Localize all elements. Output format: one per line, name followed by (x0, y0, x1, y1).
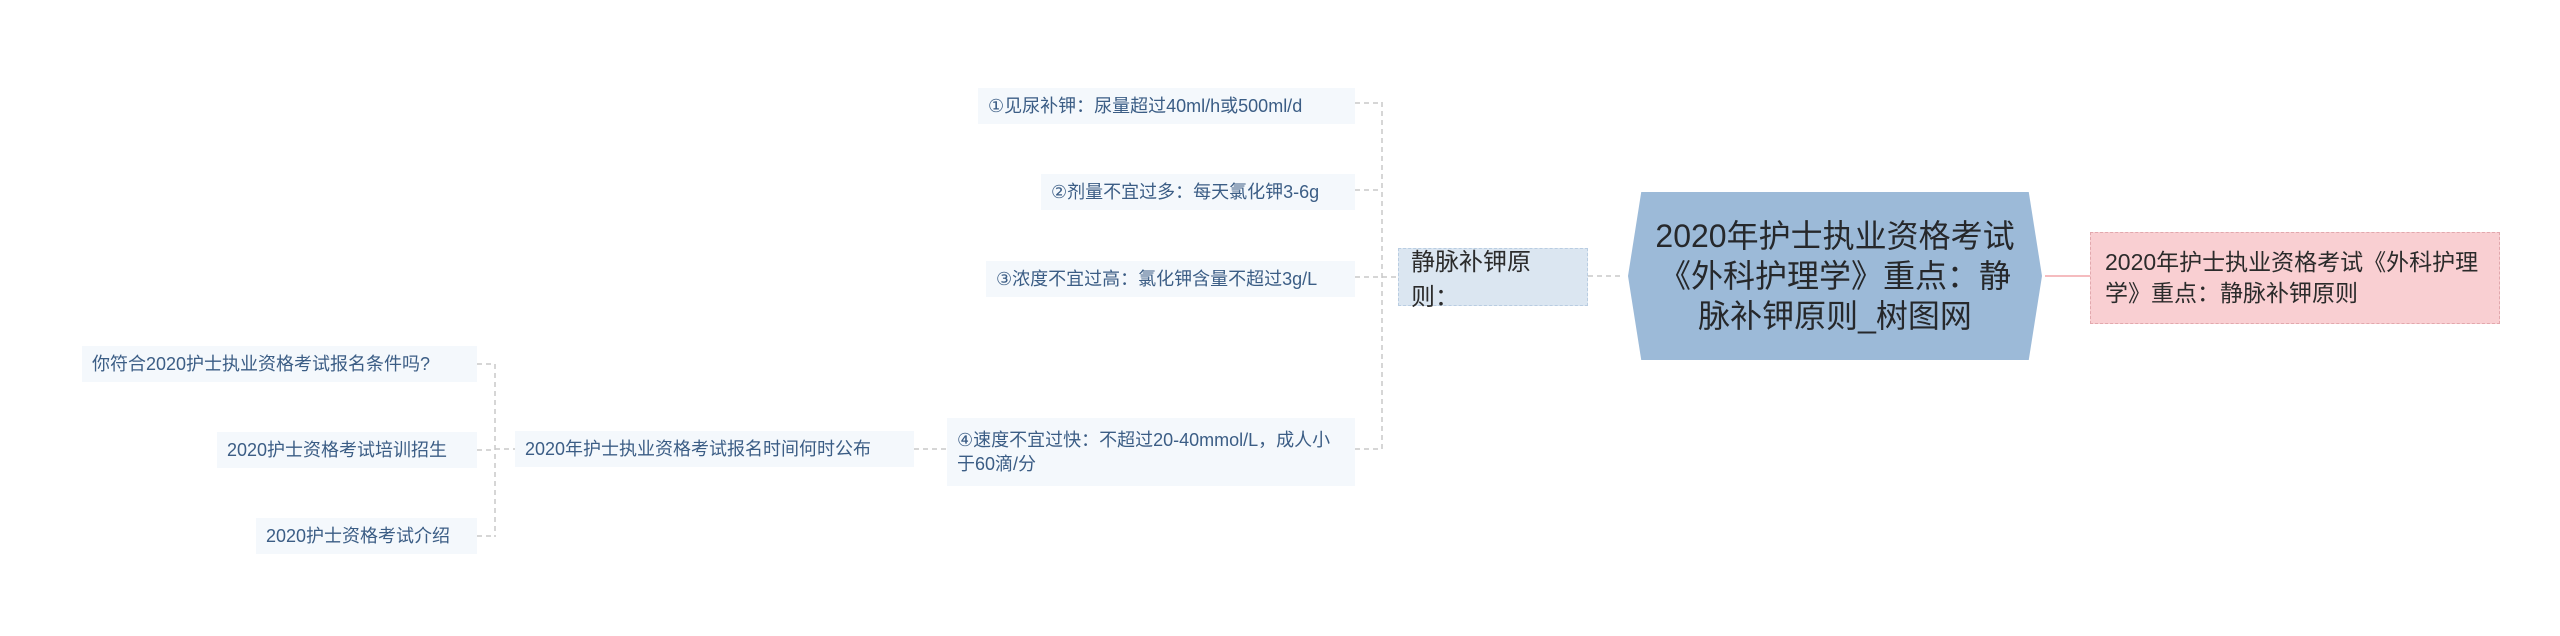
link-item-3[interactable]: 2020护士资格考试介绍 (256, 518, 477, 554)
branch-item-3[interactable]: ③浓度不宜过高：氯化钾含量不超过3g/L (986, 261, 1355, 297)
root-node[interactable]: 2020年护士执业资格考试《外科护理学》重点：静脉补钾原则_树图网 (1628, 192, 2042, 360)
branch-item-4-label: ④速度不宜过快：不超过20-40mmol/L，成人小于60滴/分 (957, 430, 1331, 474)
branch-item-2-label: ②剂量不宜过多：每天氯化钾3-6g (1051, 182, 1320, 202)
branch-item-1[interactable]: ①见尿补钾：尿量超过40ml/h或500ml/d (978, 88, 1355, 124)
link-item-1-label: 你符合2020护士执业资格考试报名条件吗? (92, 354, 431, 374)
link-item-2[interactable]: 2020护士资格考试培训招生 (217, 432, 477, 468)
root-node-label: 2020年护士执业资格考试《外科护理学》重点：静脉补钾原则_树图网 (1655, 218, 2015, 334)
branch-item-1-label: ①见尿补钾：尿量超过40ml/h或500ml/d (988, 96, 1303, 116)
link-hub-node[interactable]: 2020年护士执业资格考试报名时间何时公布 (515, 431, 914, 467)
branch-node[interactable]: 静脉补钾原则： (1398, 248, 1588, 311)
link-hub-label: 2020年护士执业资格考试报名时间何时公布 (525, 439, 872, 459)
branch-item-3-label: ③浓度不宜过高：氯化钾含量不超过3g/L (996, 269, 1318, 289)
link-item-1[interactable]: 你符合2020护士执业资格考试报名条件吗? (82, 346, 477, 382)
link-item-2-label: 2020护士资格考试培训招生 (227, 440, 448, 460)
branch-item-4[interactable]: ④速度不宜过快：不超过20-40mmol/L，成人小于60滴/分 (947, 418, 1355, 486)
right-topic-label: 2020年护士执业资格考试《外科护理学》重点：静脉补钾原则 (2105, 249, 2479, 306)
link-item-3-label: 2020护士资格考试介绍 (266, 526, 451, 546)
right-topic-node[interactable]: 2020年护士执业资格考试《外科护理学》重点：静脉补钾原则 (2090, 232, 2500, 324)
branch-item-2[interactable]: ②剂量不宜过多：每天氯化钾3-6g (1041, 174, 1355, 210)
branch-node-label: 静脉补钾原则： (1411, 249, 1531, 311)
